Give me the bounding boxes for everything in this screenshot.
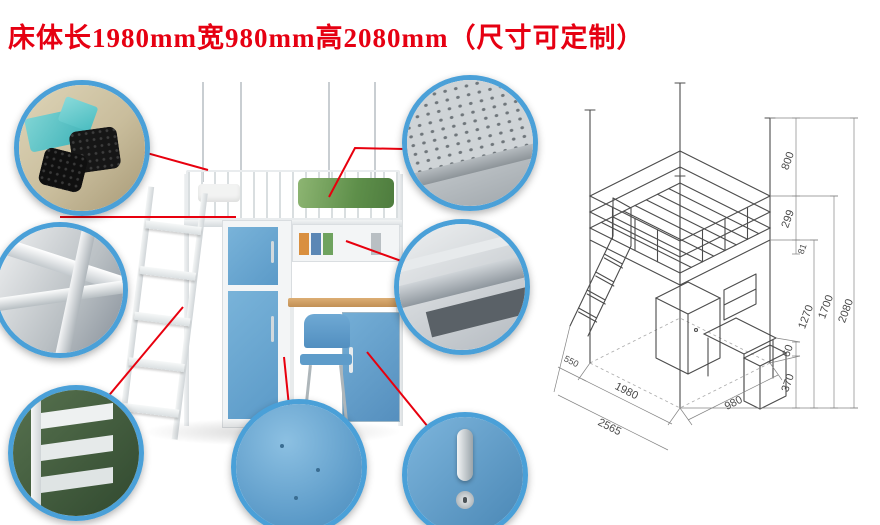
bed-structure — [569, 82, 788, 410]
book — [311, 233, 321, 255]
ladder-step — [133, 311, 191, 327]
book — [299, 233, 309, 255]
door-handle — [457, 429, 473, 481]
pillow — [198, 184, 240, 202]
callout-cabinet-door-detail — [231, 399, 367, 525]
dim-2565: 2565 — [596, 416, 623, 438]
net-pole — [328, 82, 330, 182]
wardrobe-handle — [271, 316, 274, 342]
callout-frame-tube-detail — [0, 222, 128, 358]
desk-top — [288, 298, 402, 307]
ladder-step — [145, 220, 202, 236]
wardrobe — [222, 220, 292, 428]
wardrobe-upper-door — [228, 227, 278, 285]
door-speck — [294, 496, 298, 500]
dim-1270: 1270 — [796, 303, 816, 330]
ladder-step — [139, 265, 197, 281]
top-bunk — [184, 170, 402, 227]
dim-980: 980 — [723, 394, 745, 413]
dim-81: 81 — [796, 243, 809, 256]
callout-ladder-step-detail — [8, 385, 144, 521]
ladder-rail-detail — [31, 396, 41, 510]
wardrobe-handle — [271, 241, 274, 263]
page-title: 床体长1980mm宽980mm高2080mm（尺寸可定制） — [8, 23, 645, 53]
net-pole — [374, 82, 376, 182]
wardrobe-lower-door — [228, 291, 278, 419]
dim-370: 370 — [779, 372, 797, 393]
cabinet-door-photo — [236, 404, 362, 525]
bed-frame-left-leg — [184, 174, 189, 426]
dim-299: 299 — [779, 208, 797, 229]
door-speck — [280, 444, 284, 448]
callout-support-beam-detail — [394, 219, 530, 355]
dim-550: 550 — [562, 353, 580, 369]
book — [323, 233, 333, 255]
keyhole — [463, 497, 467, 503]
door-speck — [316, 468, 320, 472]
net-pole — [202, 82, 204, 182]
dim-1700: 1700 — [816, 293, 836, 320]
bookshelf — [292, 224, 400, 262]
net-pole — [240, 82, 242, 182]
dim-2080: 2080 — [836, 297, 856, 324]
callout-perforated-panel-detail — [402, 75, 538, 211]
dimension-lines — [553, 117, 858, 451]
ladder-step — [128, 357, 185, 373]
callout-handle-lock-detail — [402, 412, 528, 525]
technical-drawing: 800 299 81 1270 1700 2080 60 370 550 198… — [553, 82, 858, 451]
chair-back — [304, 314, 350, 348]
book — [371, 233, 381, 255]
dim-1980: 1980 — [613, 380, 640, 402]
product-photo — [118, 82, 408, 454]
dim-800: 800 — [779, 150, 797, 171]
dimension-labels: 800 299 81 1270 1700 2080 60 370 550 198… — [562, 150, 856, 438]
bunk-base-beam — [184, 220, 402, 227]
dim-60: 60 — [780, 343, 795, 359]
chair-seat — [300, 354, 352, 365]
green-bedding — [298, 178, 394, 208]
callout-foot-pad-detail — [14, 80, 150, 216]
